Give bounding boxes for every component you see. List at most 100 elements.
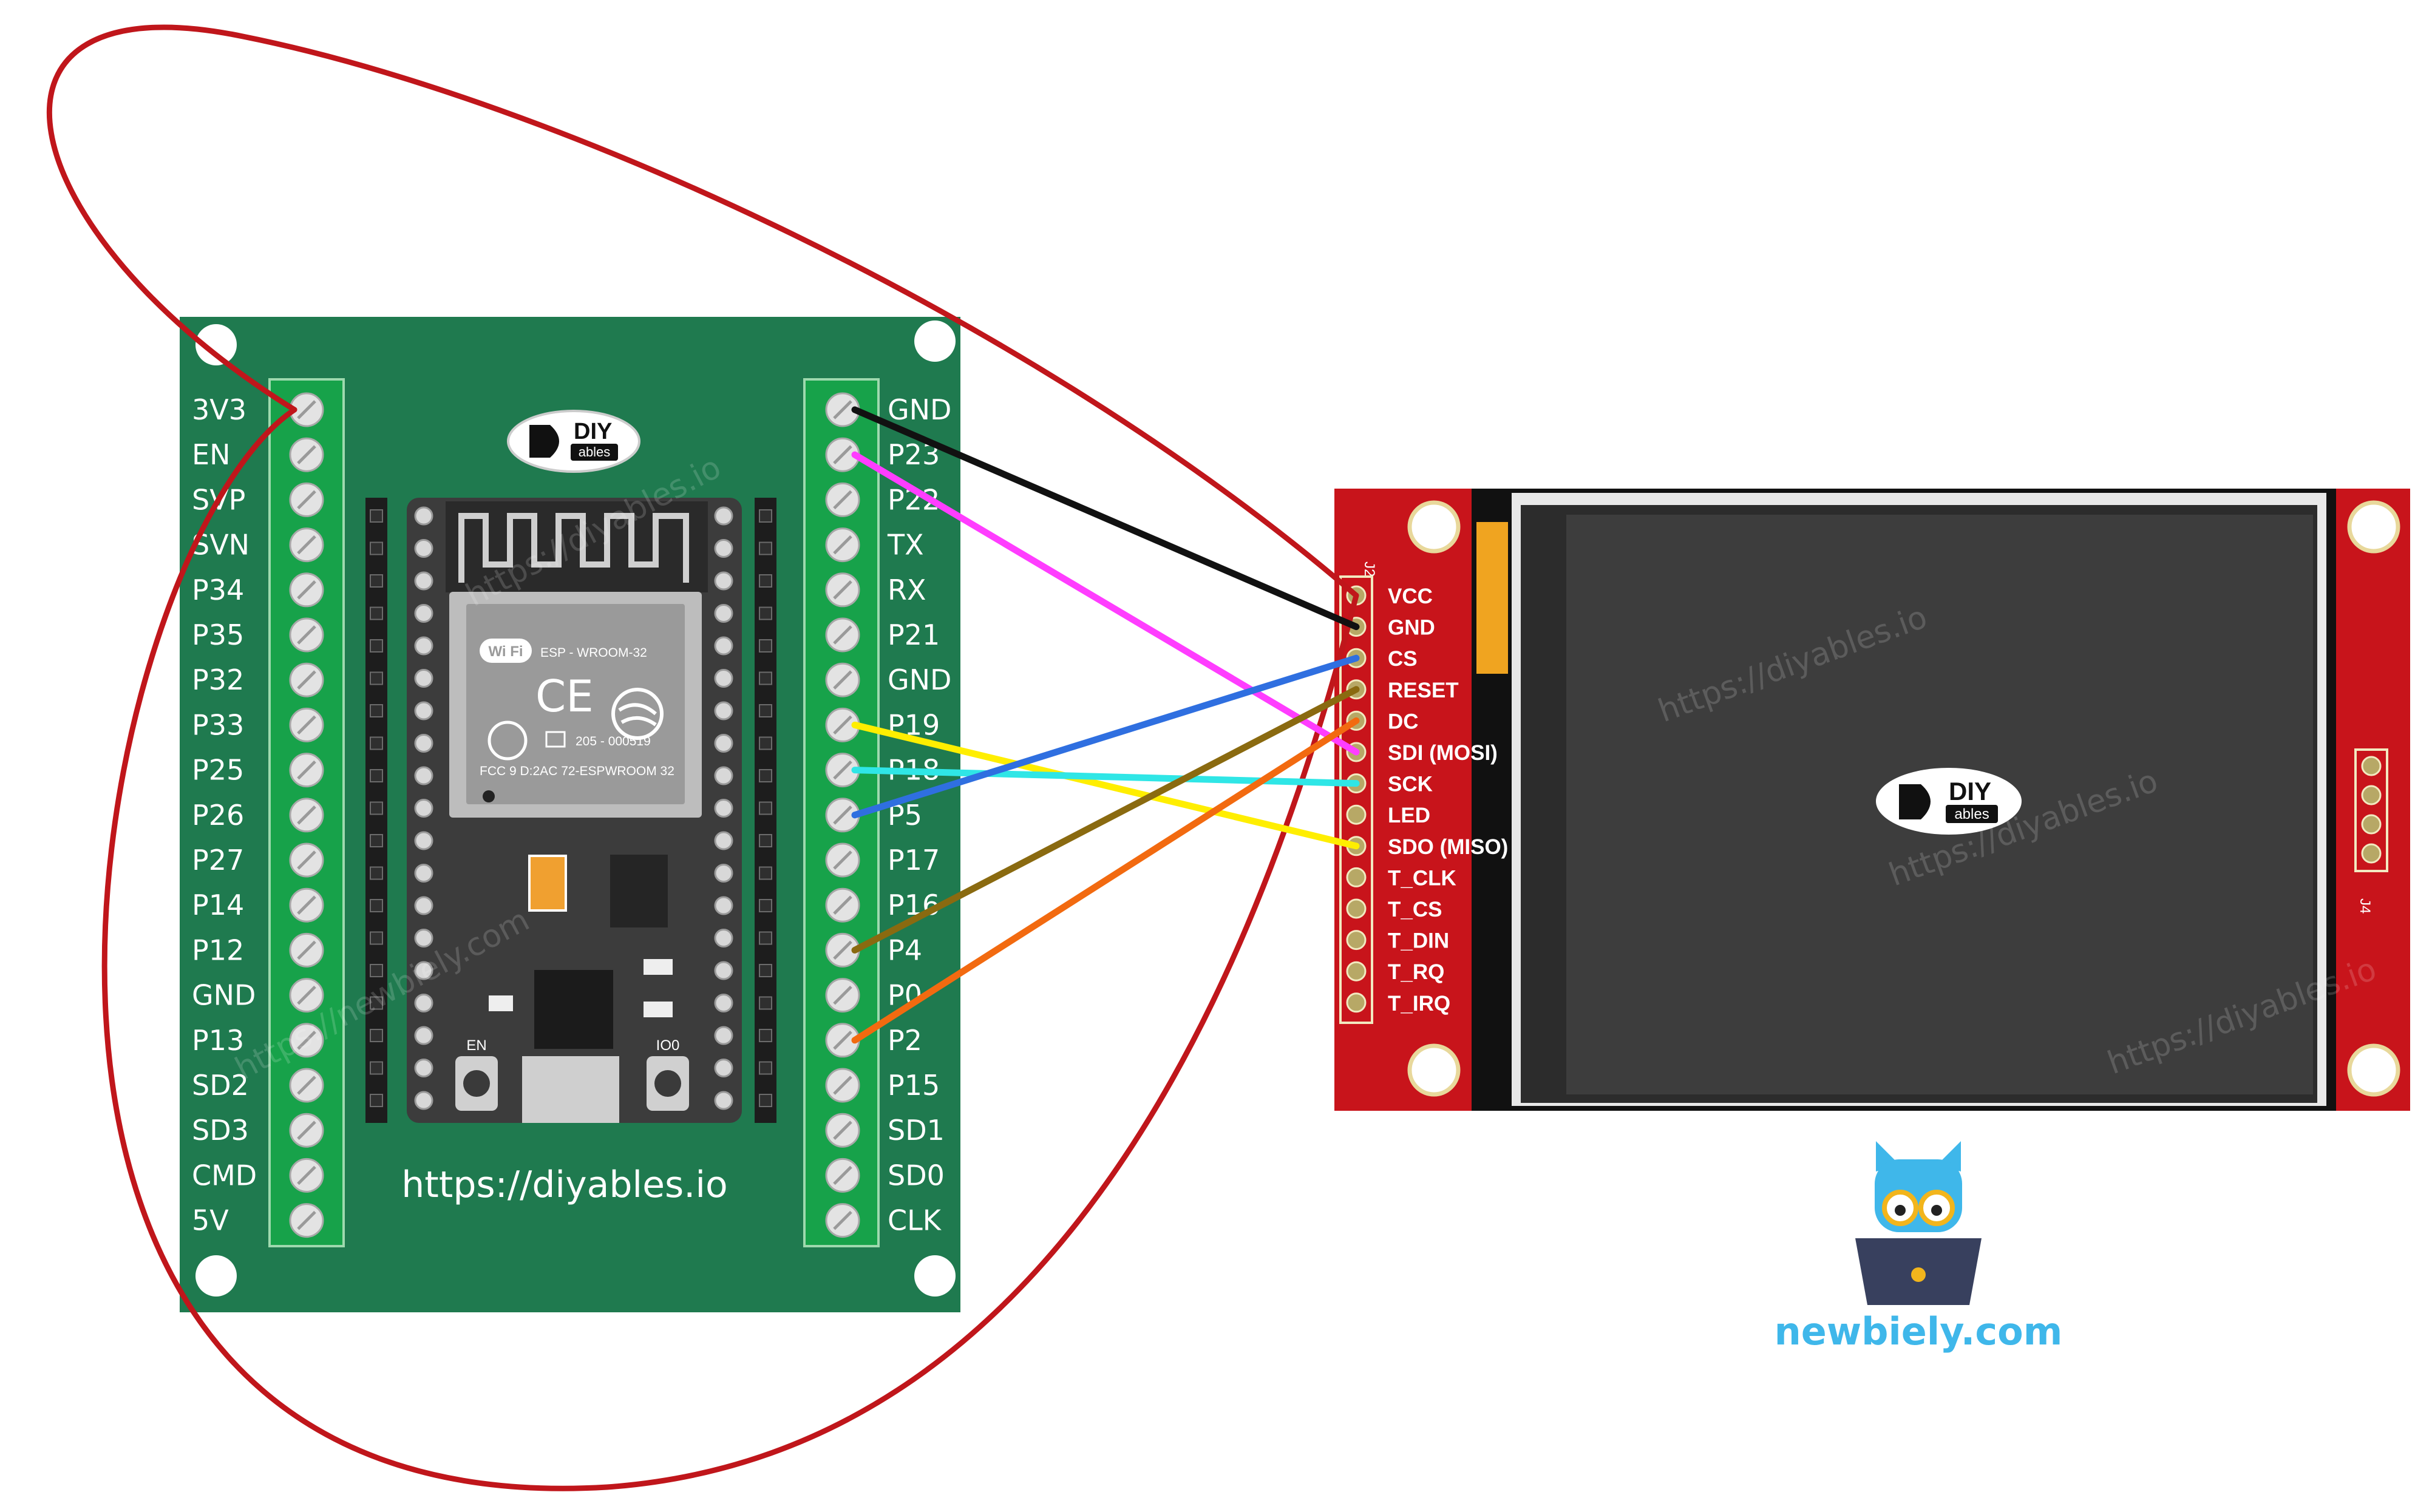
- tft-pin-header-outline: [1339, 575, 1373, 1024]
- left-pin-label: EN: [192, 438, 230, 471]
- header-pin: [370, 1029, 383, 1042]
- header-pin: [759, 704, 772, 717]
- devkit-pad: [714, 831, 733, 850]
- tft-pin-label: VCC: [1388, 585, 1433, 608]
- header-pin: [370, 574, 383, 588]
- right-pin-label: P15: [888, 1069, 940, 1102]
- header-pin: [370, 671, 383, 685]
- regulator: [610, 855, 668, 927]
- wire-p18: [851, 767, 1360, 787]
- tft-pin-label: CS: [1388, 647, 1418, 671]
- devkit-pad: [714, 734, 733, 753]
- mount-hole: [914, 320, 956, 362]
- header-pin: [759, 574, 772, 588]
- tft-pin: [1346, 867, 1367, 887]
- right-pin-label: P17: [888, 844, 940, 876]
- smd-part: [644, 959, 673, 975]
- header-pin: [370, 1061, 383, 1075]
- antenna-trace-icon: [458, 513, 689, 583]
- module-fcc: FCC 9 D:2AC 72-ESPWROOM 32: [480, 764, 674, 778]
- left-pin-label: SD2: [192, 1069, 249, 1102]
- tft-pin: [1346, 898, 1367, 919]
- right-pin-label: TX: [887, 529, 924, 561]
- devkit-pad: [714, 929, 733, 948]
- telec-mark-icon: [487, 720, 528, 761]
- left-pin-label: P26: [192, 799, 244, 832]
- devkit-pad: [714, 701, 733, 720]
- tft-pin-label: DC: [1388, 710, 1419, 733]
- header-pin: [759, 769, 772, 782]
- logo-line1: DIY: [1949, 777, 1991, 805]
- left-pin-label: P25: [192, 754, 244, 787]
- tft-j2-label: J2: [1361, 561, 1377, 577]
- header-pin: [370, 639, 383, 653]
- devkit-pad: [414, 506, 433, 526]
- left-pin-label: P34: [192, 574, 244, 606]
- header-pin: [759, 541, 772, 555]
- wire-p5: [851, 654, 1360, 819]
- smd-part: [489, 995, 513, 1011]
- usb-uart-chip: [534, 970, 613, 1049]
- left-pin-label: P14: [192, 889, 244, 921]
- tft-j4-label: J4: [2357, 898, 2373, 914]
- boot-button-cap: [654, 1070, 681, 1097]
- left-pin-label: GND: [192, 979, 256, 1012]
- header-pin: [370, 899, 383, 912]
- tft-pin-label: LED: [1388, 804, 1430, 827]
- devkit-pad: [414, 864, 433, 883]
- tft-pin: [1346, 930, 1367, 951]
- header-pin: [370, 704, 383, 717]
- left-pin-label: P27: [192, 844, 244, 876]
- header-pin: [370, 866, 383, 880]
- wire-3v3-vcc-loop: [101, 407, 1359, 1491]
- devkit-pad: [414, 1059, 433, 1077]
- r-mark-icon: [545, 731, 566, 748]
- header-pin: [370, 736, 383, 750]
- left-pin-labels: 3V3ENSVPSVNP34P35P32P33P25P26P27P14P12GN…: [192, 393, 257, 1237]
- module-name: ESP - WROOM-32: [540, 646, 647, 660]
- devkit-pad: [714, 994, 733, 1012]
- wire-p23: [851, 451, 1360, 756]
- right-pin-label: P2: [888, 1024, 922, 1057]
- header-pin: [370, 964, 383, 977]
- logo-line2: ables: [1954, 806, 1989, 822]
- tft-pin-label: T_CS: [1388, 898, 1442, 921]
- left-pin-label: 5V: [192, 1204, 229, 1237]
- devkit-pad: [414, 766, 433, 785]
- j4-pin: [2361, 814, 2382, 835]
- header-pin: [759, 1061, 772, 1075]
- tft-pin: [1346, 992, 1367, 1013]
- brand-name: newbiely.com: [1775, 1309, 2063, 1354]
- devkit-pad: [714, 896, 733, 915]
- left-pin-label: P13: [192, 1024, 244, 1057]
- tft-mount-hole: [1407, 500, 1461, 554]
- header-pin: [370, 931, 383, 945]
- header-pin: [370, 801, 383, 815]
- devkit-pad: [414, 896, 433, 915]
- header-pin: [759, 509, 772, 523]
- devkit-pad: [414, 701, 433, 720]
- right-pin-label: RX: [888, 574, 926, 606]
- wire-gnd: [851, 406, 1360, 631]
- tft-pin-label: SCK: [1388, 773, 1433, 796]
- right-pin-label: P4: [888, 934, 922, 966]
- wifi-badge-text: Wi Fi: [488, 643, 523, 660]
- tft-left-pcb: [1334, 489, 1472, 1111]
- mount-hole: [914, 1255, 956, 1297]
- left-pin-label: P35: [192, 619, 244, 651]
- devkit-pad: [714, 766, 733, 785]
- header-pin: [759, 606, 772, 620]
- header-pin: [759, 866, 772, 880]
- smd-part: [644, 1002, 673, 1017]
- header-pin: [759, 1094, 772, 1107]
- devkit-pad: [714, 636, 733, 656]
- devkit-pad: [714, 1026, 733, 1045]
- devkit-pad: [414, 734, 433, 753]
- tft-pin-label: RESET: [1388, 679, 1459, 702]
- tft-pin-label: T_IRQ: [1388, 992, 1450, 1015]
- left-screw-terminals: [289, 392, 324, 1238]
- header-pin: [370, 1094, 383, 1107]
- devkit-pad: [414, 604, 433, 623]
- j4-pin: [2361, 843, 2382, 864]
- devkit-pad: [714, 799, 733, 818]
